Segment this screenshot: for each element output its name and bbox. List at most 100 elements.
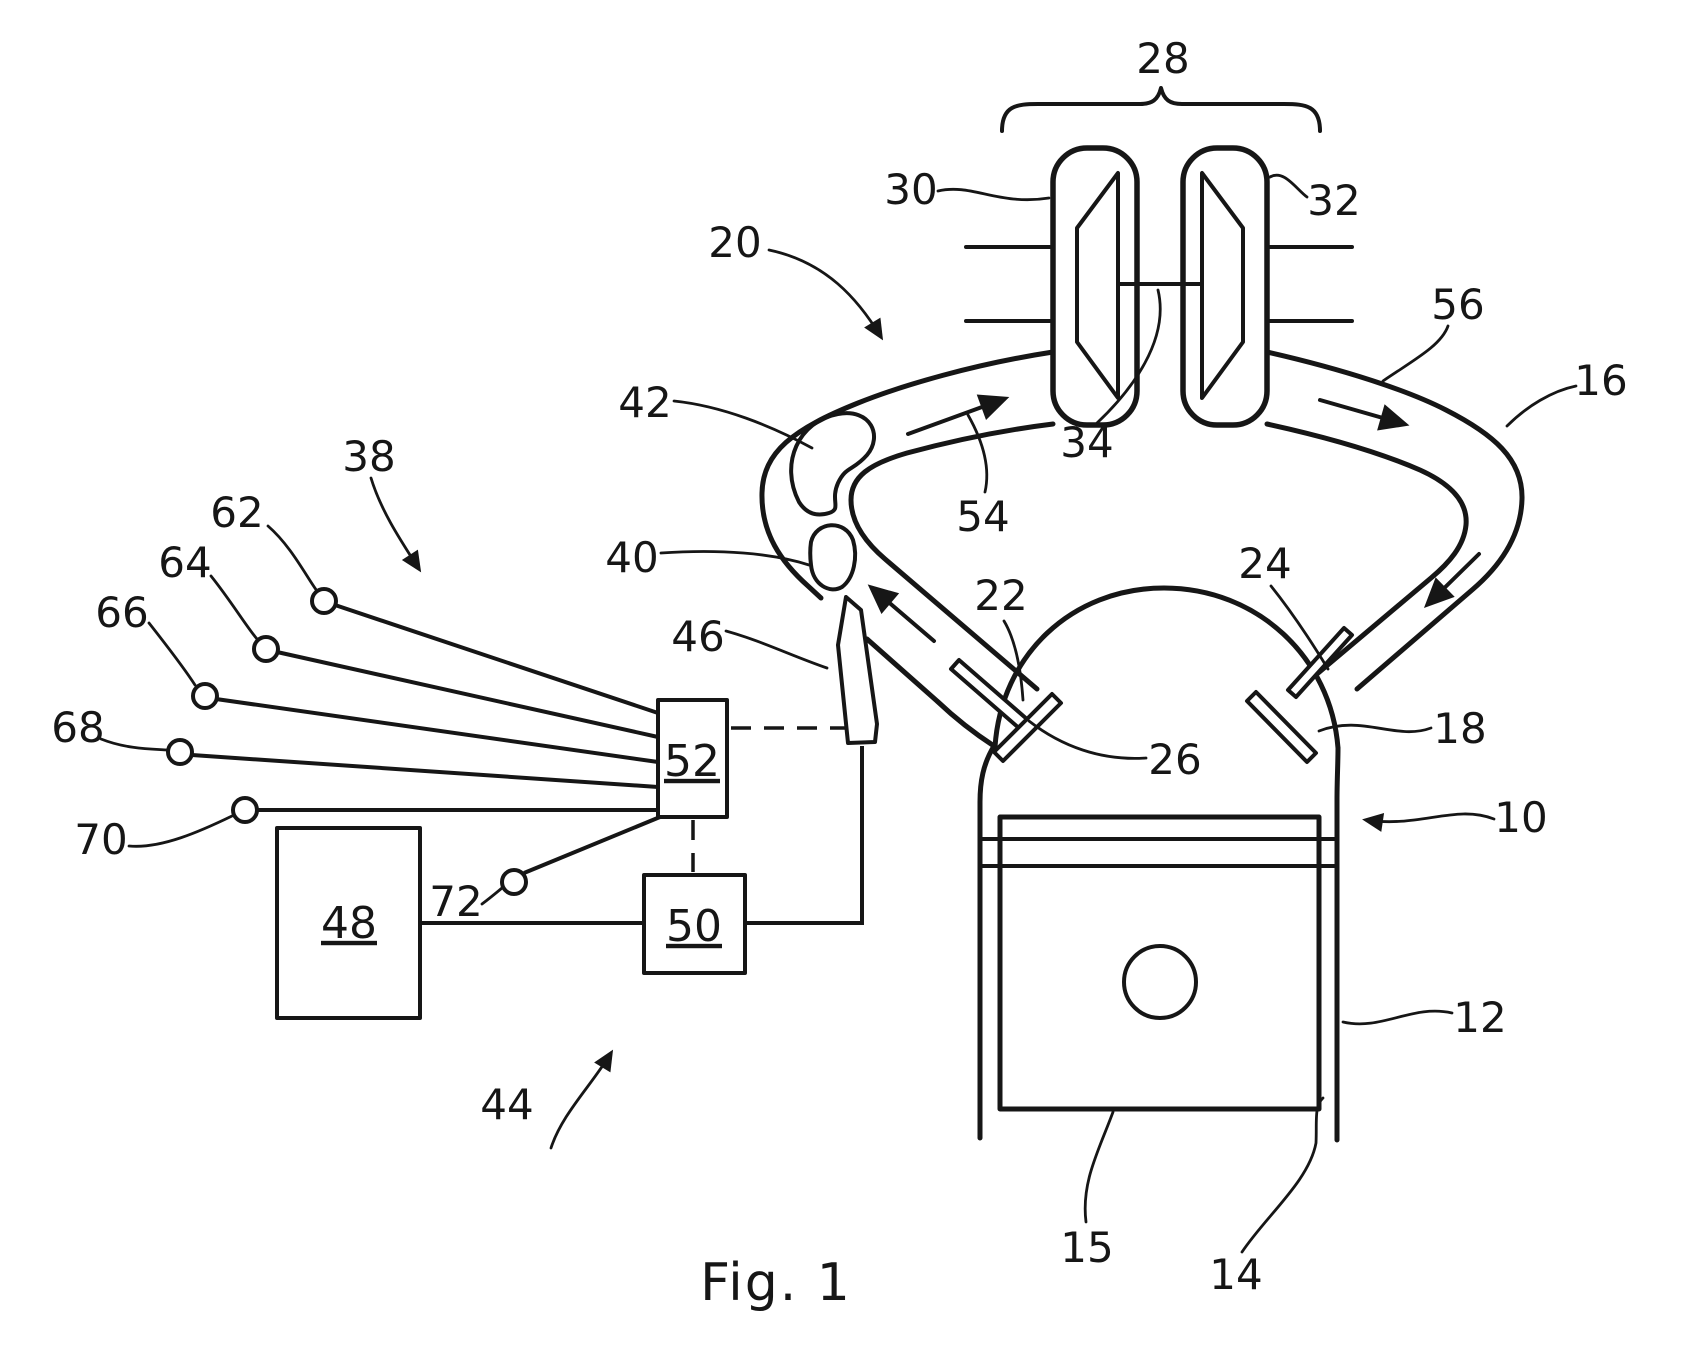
leader-70 [127,814,234,848]
piston [997,814,1322,1112]
compressor-wheel [1050,145,1140,428]
ref-label-15: 15 [1060,1223,1113,1272]
ref-label-16: 16 [1574,356,1627,405]
sensor-terminal-66 [191,682,219,710]
ref-label-56: 56 [1431,280,1484,329]
leader-44 [549,1049,614,1150]
leader-38 [369,476,422,573]
leader-66 [147,621,197,687]
sensor-terminal-64 [252,635,280,663]
element-40-shape [808,523,858,592]
turbine-wheel [1180,145,1270,428]
wire-50-injector [745,746,864,925]
sensor-terminal-68 [166,738,194,766]
controller-box-50 [642,873,747,975]
leader-32 [1268,173,1309,199]
engine-cylinder [977,585,1341,1143]
leader-64 [209,574,259,641]
exhaust-valve-stem [1286,626,1354,699]
controller-box-48 [275,826,422,1020]
leader-lines [99,173,1578,1254]
valves [949,626,1354,764]
ref-label-14: 14 [1209,1250,1262,1299]
ref-label-70: 70 [74,815,127,864]
leader-14 [1240,1096,1325,1254]
flow-arrow-54 [906,394,1010,436]
ref-label-64: 64 [158,538,211,587]
sensor-line-68 [191,753,659,789]
ref-label-66: 66 [95,588,148,637]
exhaust-duct [1264,349,1525,692]
leader-56 [1381,324,1450,383]
leader-24 [1269,584,1330,671]
leader-18 [1317,723,1433,733]
leader-16 [1505,384,1578,428]
sensor-line-64 [276,650,659,739]
flow-arrows [867,394,1481,643]
sensor-terminal-72 [500,868,528,896]
ref-label-44: 44 [480,1080,533,1129]
wrist-pin [1122,944,1198,1020]
ref-label-48: 48 [321,898,377,949]
ref-label-46: 46 [671,612,724,661]
leader-15 [1083,1110,1115,1224]
ref-label-40: 40 [605,533,658,582]
brace-28 [1000,86,1322,133]
ref-label-42: 42 [618,378,671,427]
leader-34 [1095,288,1162,425]
ref-label-24: 24 [1238,539,1291,588]
leader-22 [1002,619,1025,702]
sensor-line-72 [523,815,661,875]
leader-54 [966,413,989,494]
sensor-line-66 [215,697,659,764]
ref-label-38: 38 [342,432,395,481]
leader-42 [672,399,814,450]
element-42-shape [789,411,877,517]
turbocharger-assembly [964,86,1354,428]
ref-label-68: 68 [51,703,104,752]
cylinder-wall-left [977,743,997,1141]
ref-label-54: 54 [956,492,1009,541]
control-system [166,587,864,1020]
intake-duct [759,349,1056,749]
sensor-line-62 [334,603,659,715]
ref-label-62: 62 [210,488,263,537]
ref-label-72: 72 [429,877,482,926]
compressor-wheel-blade [1075,171,1120,400]
flow-arrow-56 [1318,398,1410,431]
turbine-wheel-blade [1200,171,1245,400]
leader-62 [266,524,319,593]
flow-arrow-backflow [867,584,936,643]
ref-label-30: 30 [884,165,937,214]
duct-inner-wall [1264,421,1469,677]
leader-30 [936,187,1051,202]
leader-20 [767,248,884,341]
ref-label-20: 20 [708,218,761,267]
ref-label-50: 50 [666,901,722,952]
leader-46 [724,629,829,670]
ref-label-18: 18 [1433,704,1486,753]
leader-40 [659,550,811,567]
ref-label-52: 52 [664,736,720,787]
ref-label-12: 12 [1453,993,1506,1042]
flow-arrow-exhaust-down [1423,552,1481,608]
leader-72 [480,886,504,906]
fuel-injector [836,595,879,745]
duct-outer-wall [759,349,1056,601]
ref-label-22: 22 [974,571,1027,620]
sensor-terminal-70 [231,796,259,824]
leader-26 [1027,719,1148,760]
ref-label-32: 32 [1307,176,1360,225]
exhaust-valve-plate [1245,690,1318,764]
sensor-terminal-62 [310,587,338,615]
controller-box-52 [656,698,729,819]
ref-label-28: 28 [1136,34,1189,83]
ref-label-34: 34 [1060,418,1113,467]
figure-caption: Fig. 1 [700,1253,852,1313]
cylinder-wall-right [1334,745,1341,1143]
duct-inner-wall [848,421,1056,692]
intake-valve-plate [992,692,1063,763]
